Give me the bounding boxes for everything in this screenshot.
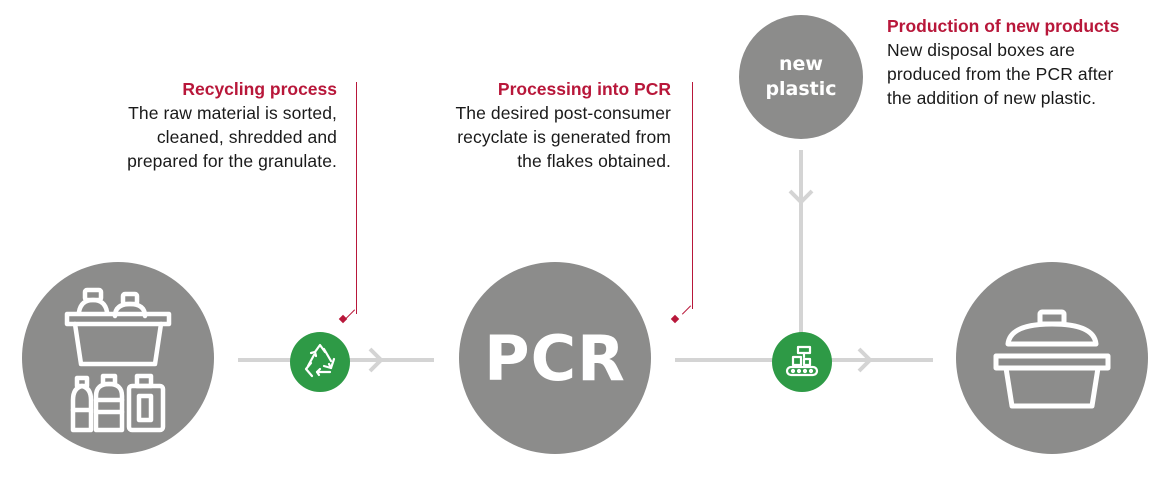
processing-text-line: The desired post-consumer — [455, 103, 671, 123]
production-text-line: produced from the PCR after — [887, 64, 1114, 84]
chevron-right-icon — [368, 347, 384, 373]
recycling-text-line: cleaned, shredded and — [156, 127, 337, 147]
processing-caption: Processing into PCR The desired post-con… — [390, 77, 671, 173]
production-heading: Production of new products — [887, 16, 1120, 36]
connector-new-plastic-down — [799, 150, 803, 340]
chevron-down-icon — [788, 189, 814, 205]
processing-text-line: the flakes obtained. — [517, 151, 671, 171]
processing-heading: Processing into PCR — [497, 79, 671, 99]
plastic-waste-icon — [64, 287, 172, 433]
recycle-step — [290, 332, 350, 392]
conveyor-icon — [785, 345, 819, 377]
recycling-heading: Recycling process — [182, 79, 337, 99]
new-plastic-node: new plastic — [739, 15, 863, 139]
processing-callout-connector — [681, 305, 692, 315]
processing-callout-dot — [670, 314, 680, 324]
processing-text-line: recyclate is generated from — [457, 127, 671, 147]
recycle-icon — [304, 343, 336, 378]
production-step — [772, 332, 832, 392]
production-caption: Production of new products New disposal … — [887, 14, 1167, 110]
new-plastic-label: new plastic — [765, 53, 837, 100]
recycling-text-line: The raw material is sorted, — [128, 103, 337, 123]
recycling-callout-line — [356, 82, 357, 314]
processing-callout-line — [692, 82, 693, 309]
recycling-callout-connector — [345, 309, 356, 319]
box-node — [956, 262, 1148, 454]
production-text-line: New disposal boxes are — [887, 40, 1075, 60]
waste-node — [22, 262, 214, 454]
production-text-line: the addition of new plastic. — [887, 88, 1097, 108]
pcr-node: PCR — [459, 262, 651, 454]
disposal-box-icon — [993, 309, 1111, 409]
chevron-right-icon — [857, 347, 873, 373]
pcr-label: PCR — [484, 321, 626, 395]
recycling-text-line: prepared for the granulate. — [127, 151, 337, 171]
recycling-caption: Recycling process The raw material is so… — [60, 77, 337, 173]
